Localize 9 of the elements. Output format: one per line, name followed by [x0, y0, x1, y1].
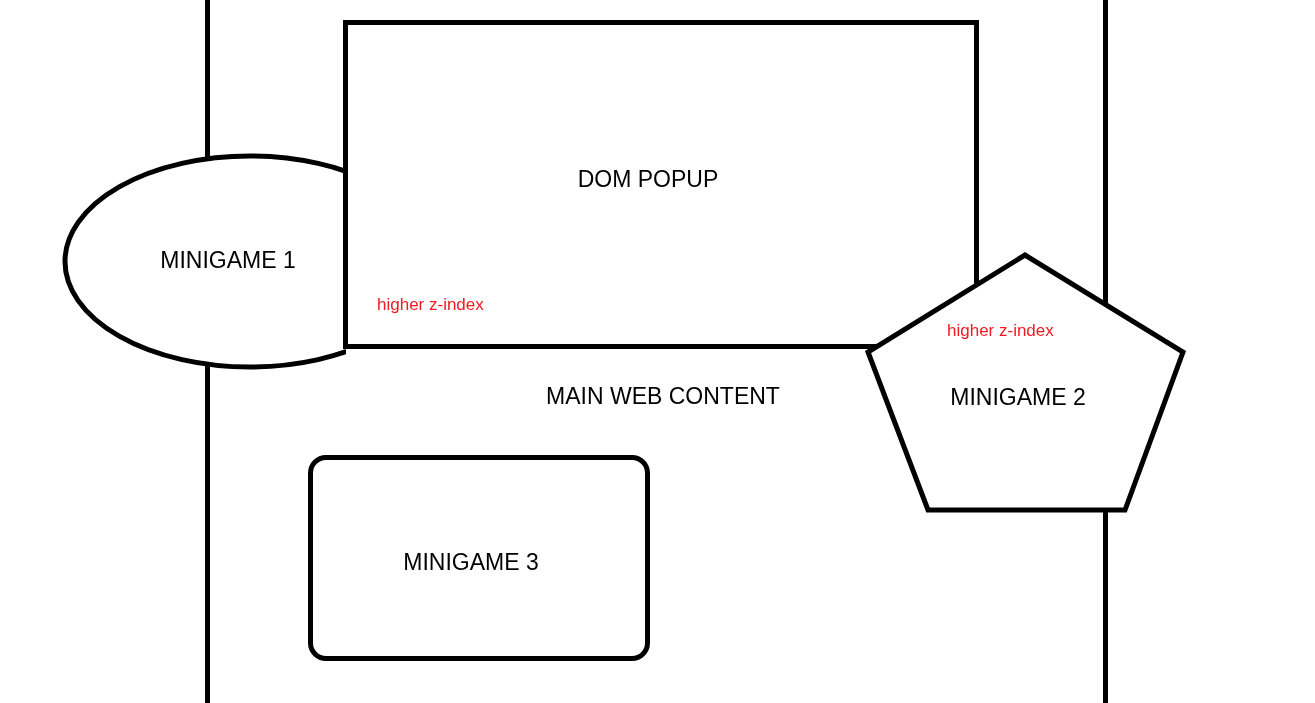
minigame-title: MINIGAME 1 [160, 246, 296, 274]
pentagon-shape [864, 251, 1188, 514]
z-index-note: higher z-index [947, 321, 1054, 341]
rounded-box [308, 455, 650, 661]
column-title: MAIN WEB CONTENT [546, 382, 780, 410]
z-index-note: higher z-index [377, 295, 484, 315]
minigame-title: MINIGAME 2 [950, 383, 1086, 411]
minigame-title: MINIGAME 3 [403, 548, 539, 576]
popup-title: DOM POPUP [577, 165, 719, 193]
